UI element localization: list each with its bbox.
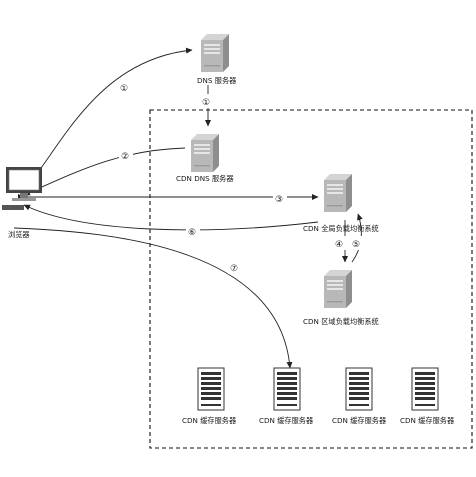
step-5-label: ⑤ <box>352 240 360 250</box>
step-label-backdrop <box>119 148 133 162</box>
cache-server-label: CDN 缓存服务器 <box>332 416 386 425</box>
step-label-backdrop <box>118 80 132 94</box>
cache-server-label: CDN 缓存服务器 <box>400 416 454 425</box>
desktop-computer-icon <box>2 167 42 210</box>
step-label-backdrop <box>273 191 287 205</box>
cache-server-icon <box>197 367 225 411</box>
dns-server-label: DNS 服务器 <box>197 76 236 85</box>
step-4-label: ④ <box>335 240 343 250</box>
regional-lb-label: CDN 区域负载均衡系统 <box>303 317 379 326</box>
dns-server-icon <box>201 34 229 72</box>
step-1-label: ① <box>120 84 128 94</box>
step-label-backdrop <box>186 224 200 238</box>
step-label-backdrop <box>333 236 347 250</box>
step-1-label: ① <box>202 98 210 108</box>
cache-server-icon <box>273 367 301 411</box>
regional-lb-icon <box>324 270 352 308</box>
cdn-dns-server-label: CDN DNS 服务器 <box>176 174 234 183</box>
cache-server-icon <box>345 367 373 411</box>
browser-label: 浏览器 <box>8 230 30 239</box>
cache-server-label: CDN 缓存服务器 <box>259 416 313 425</box>
cdn-dns-server-icon <box>191 134 219 172</box>
cache-server-icon <box>411 367 439 411</box>
edge-browser-to-cache <box>13 227 293 369</box>
cdn-network-boundary <box>149 109 473 449</box>
global-lb-icon <box>324 174 352 212</box>
step-label-backdrop <box>200 94 214 108</box>
global-lb-label: CDN 全局负载均衡系统 <box>303 224 379 233</box>
edge-global-lb-to-browser <box>23 204 319 231</box>
edge-browser-to-dns <box>23 47 193 191</box>
cache-server-label: CDN 缓存服务器 <box>182 416 236 425</box>
step-label-backdrop <box>228 260 242 274</box>
step-7-label: ⑦ <box>230 264 238 274</box>
step-6-label: ⑥ <box>188 228 196 238</box>
step-2-label: ② <box>121 152 129 162</box>
step-label-backdrop <box>350 236 364 250</box>
edge-cdn-dns-to-browser <box>23 147 186 196</box>
step-3-label: ③ <box>275 195 283 205</box>
